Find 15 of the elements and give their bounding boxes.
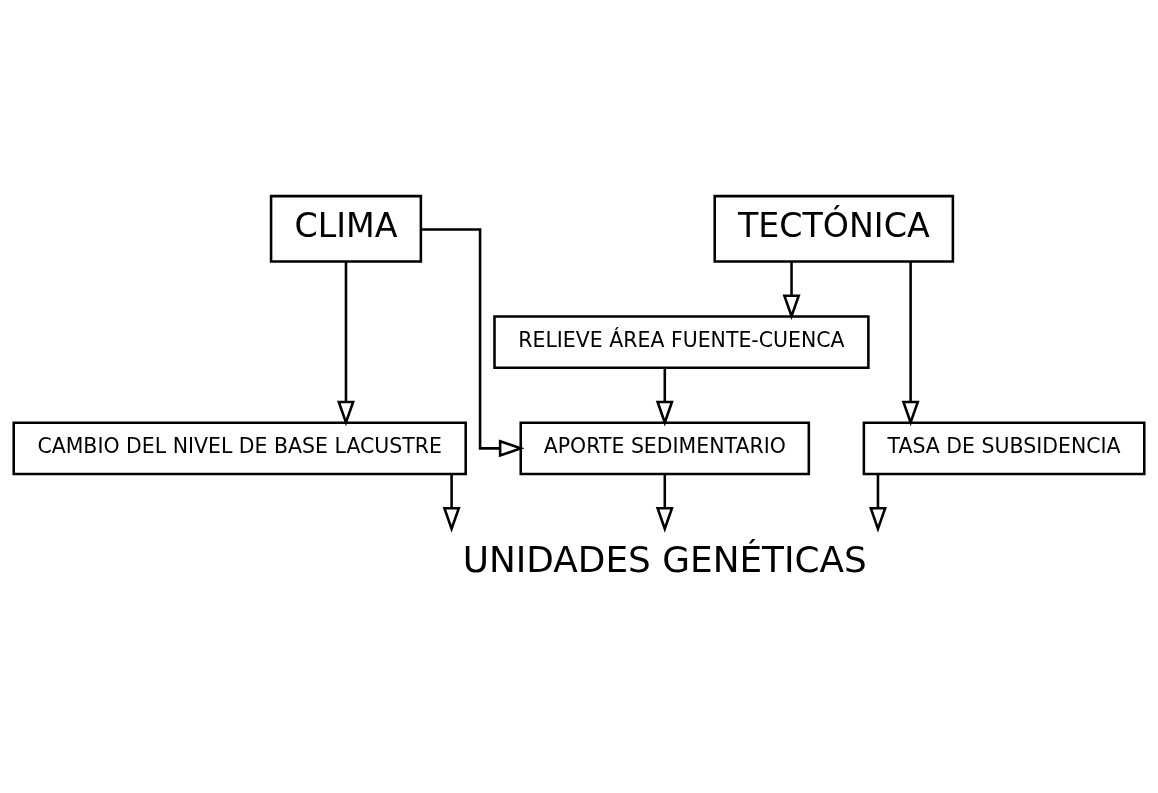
arrow — [442, 474, 461, 533]
node-box: RELIEVE ÁREA FUENTE-CUENCA — [493, 315, 870, 369]
node-text: UNIDADES GENÉTICAS — [462, 538, 867, 580]
node-box: CAMBIO DEL NIVEL DE BASE LACUSTRE — [12, 421, 467, 476]
arrow — [655, 474, 674, 533]
arrow — [337, 261, 355, 427]
arrow — [782, 261, 801, 321]
arrow — [420, 228, 525, 458]
arrow — [901, 261, 920, 427]
arrow — [869, 474, 887, 533]
node-box: TASA DE SUBSIDENCIA — [862, 421, 1146, 476]
node-box: APORTE SEDIMENTARIO — [519, 421, 811, 476]
node-box: TECTÓNICA — [713, 194, 955, 263]
arrow — [655, 367, 674, 427]
node-box: CLIMA — [269, 194, 423, 263]
